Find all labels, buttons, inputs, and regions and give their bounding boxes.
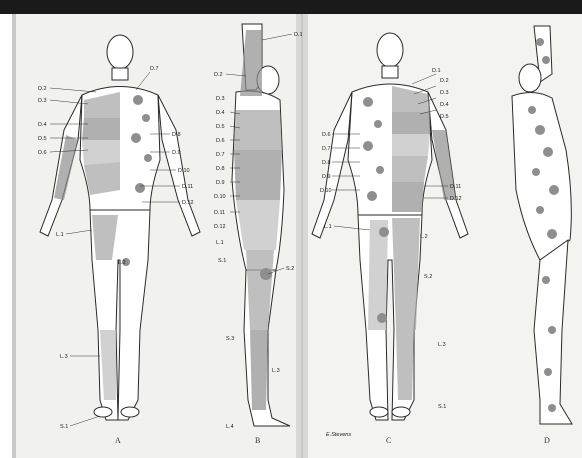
label-a-d3: D.3 [38,98,47,104]
label-c-d4: D.4 [440,102,449,108]
label-c-l2: L.2 [420,234,428,240]
artist-signature: E.Stevens [326,432,351,438]
label-b-d7: D.7 [216,152,225,158]
label-b-s3: S.3 [226,336,234,342]
label-c-d6: D.6 [322,132,331,138]
label-c-d7: D.7 [322,146,331,152]
caption-c: C [386,436,391,445]
label-c-d9: D.9 [322,174,331,180]
label-c-l1: L.1 [324,224,332,230]
label-a-d9: D.9 [172,150,181,156]
label-b-d4: D.4 [216,110,225,116]
caption-d: D [544,436,550,445]
label-b-d11: D.11 [214,210,225,216]
label-a-l1: L.1 [56,232,64,238]
label-b-d9: D.9 [216,180,225,186]
caption-b: B [255,436,260,445]
label-c-d2: D.2 [440,78,449,84]
label-b-l4: L.4 [226,424,234,430]
label-c-d8: D.8 [322,160,331,166]
label-a-d8: D.8 [172,132,181,138]
label-a-d2: D.2 [38,86,47,92]
label-b-d10: D.10 [214,194,226,200]
top-dark-border [0,0,582,14]
left-page-edge [12,14,16,458]
label-c-d3: D.3 [440,90,449,96]
label-b-d5: D.5 [216,124,225,130]
label-b-l3: L.3 [272,368,280,374]
label-b-l1: L.1 [216,240,224,246]
label-b-d1: D.1 [294,32,303,38]
label-a-d4: D.4 [38,122,47,128]
label-a-d10: D.10 [178,168,190,174]
label-b-d6: D.6 [216,138,225,144]
label-c-s2: S.2 [424,274,432,280]
label-a-d6: D.6 [38,150,47,156]
caption-a: A [115,436,121,445]
label-a-d7: D.7 [150,66,159,72]
label-c-d12: D.12 [450,196,462,202]
label-c-d10: D.10 [320,188,332,194]
label-b-d8: D.8 [216,166,225,172]
label-b-s1: S.1 [218,258,226,264]
label-c-d1: D.1 [432,68,441,74]
label-c-l3: L.3 [438,342,446,348]
label-a-d12: D.12 [182,200,194,206]
label-c-d11: D.11 [450,184,461,190]
label-a-l2: L.2 [118,260,126,266]
label-a-d5: D.5 [38,136,47,142]
label-c-s1: S.1 [438,404,446,410]
label-b-d2: D.2 [214,72,223,78]
label-b-d3: D.3 [216,96,225,102]
label-b-s2: S.2 [286,266,294,272]
label-c-d5: D.5 [440,114,449,120]
label-a-s1: S.1 [60,424,68,430]
label-a-l3: L.3 [60,354,68,360]
label-b-d12: D.12 [214,224,226,230]
label-a-d11: D.11 [182,184,193,190]
